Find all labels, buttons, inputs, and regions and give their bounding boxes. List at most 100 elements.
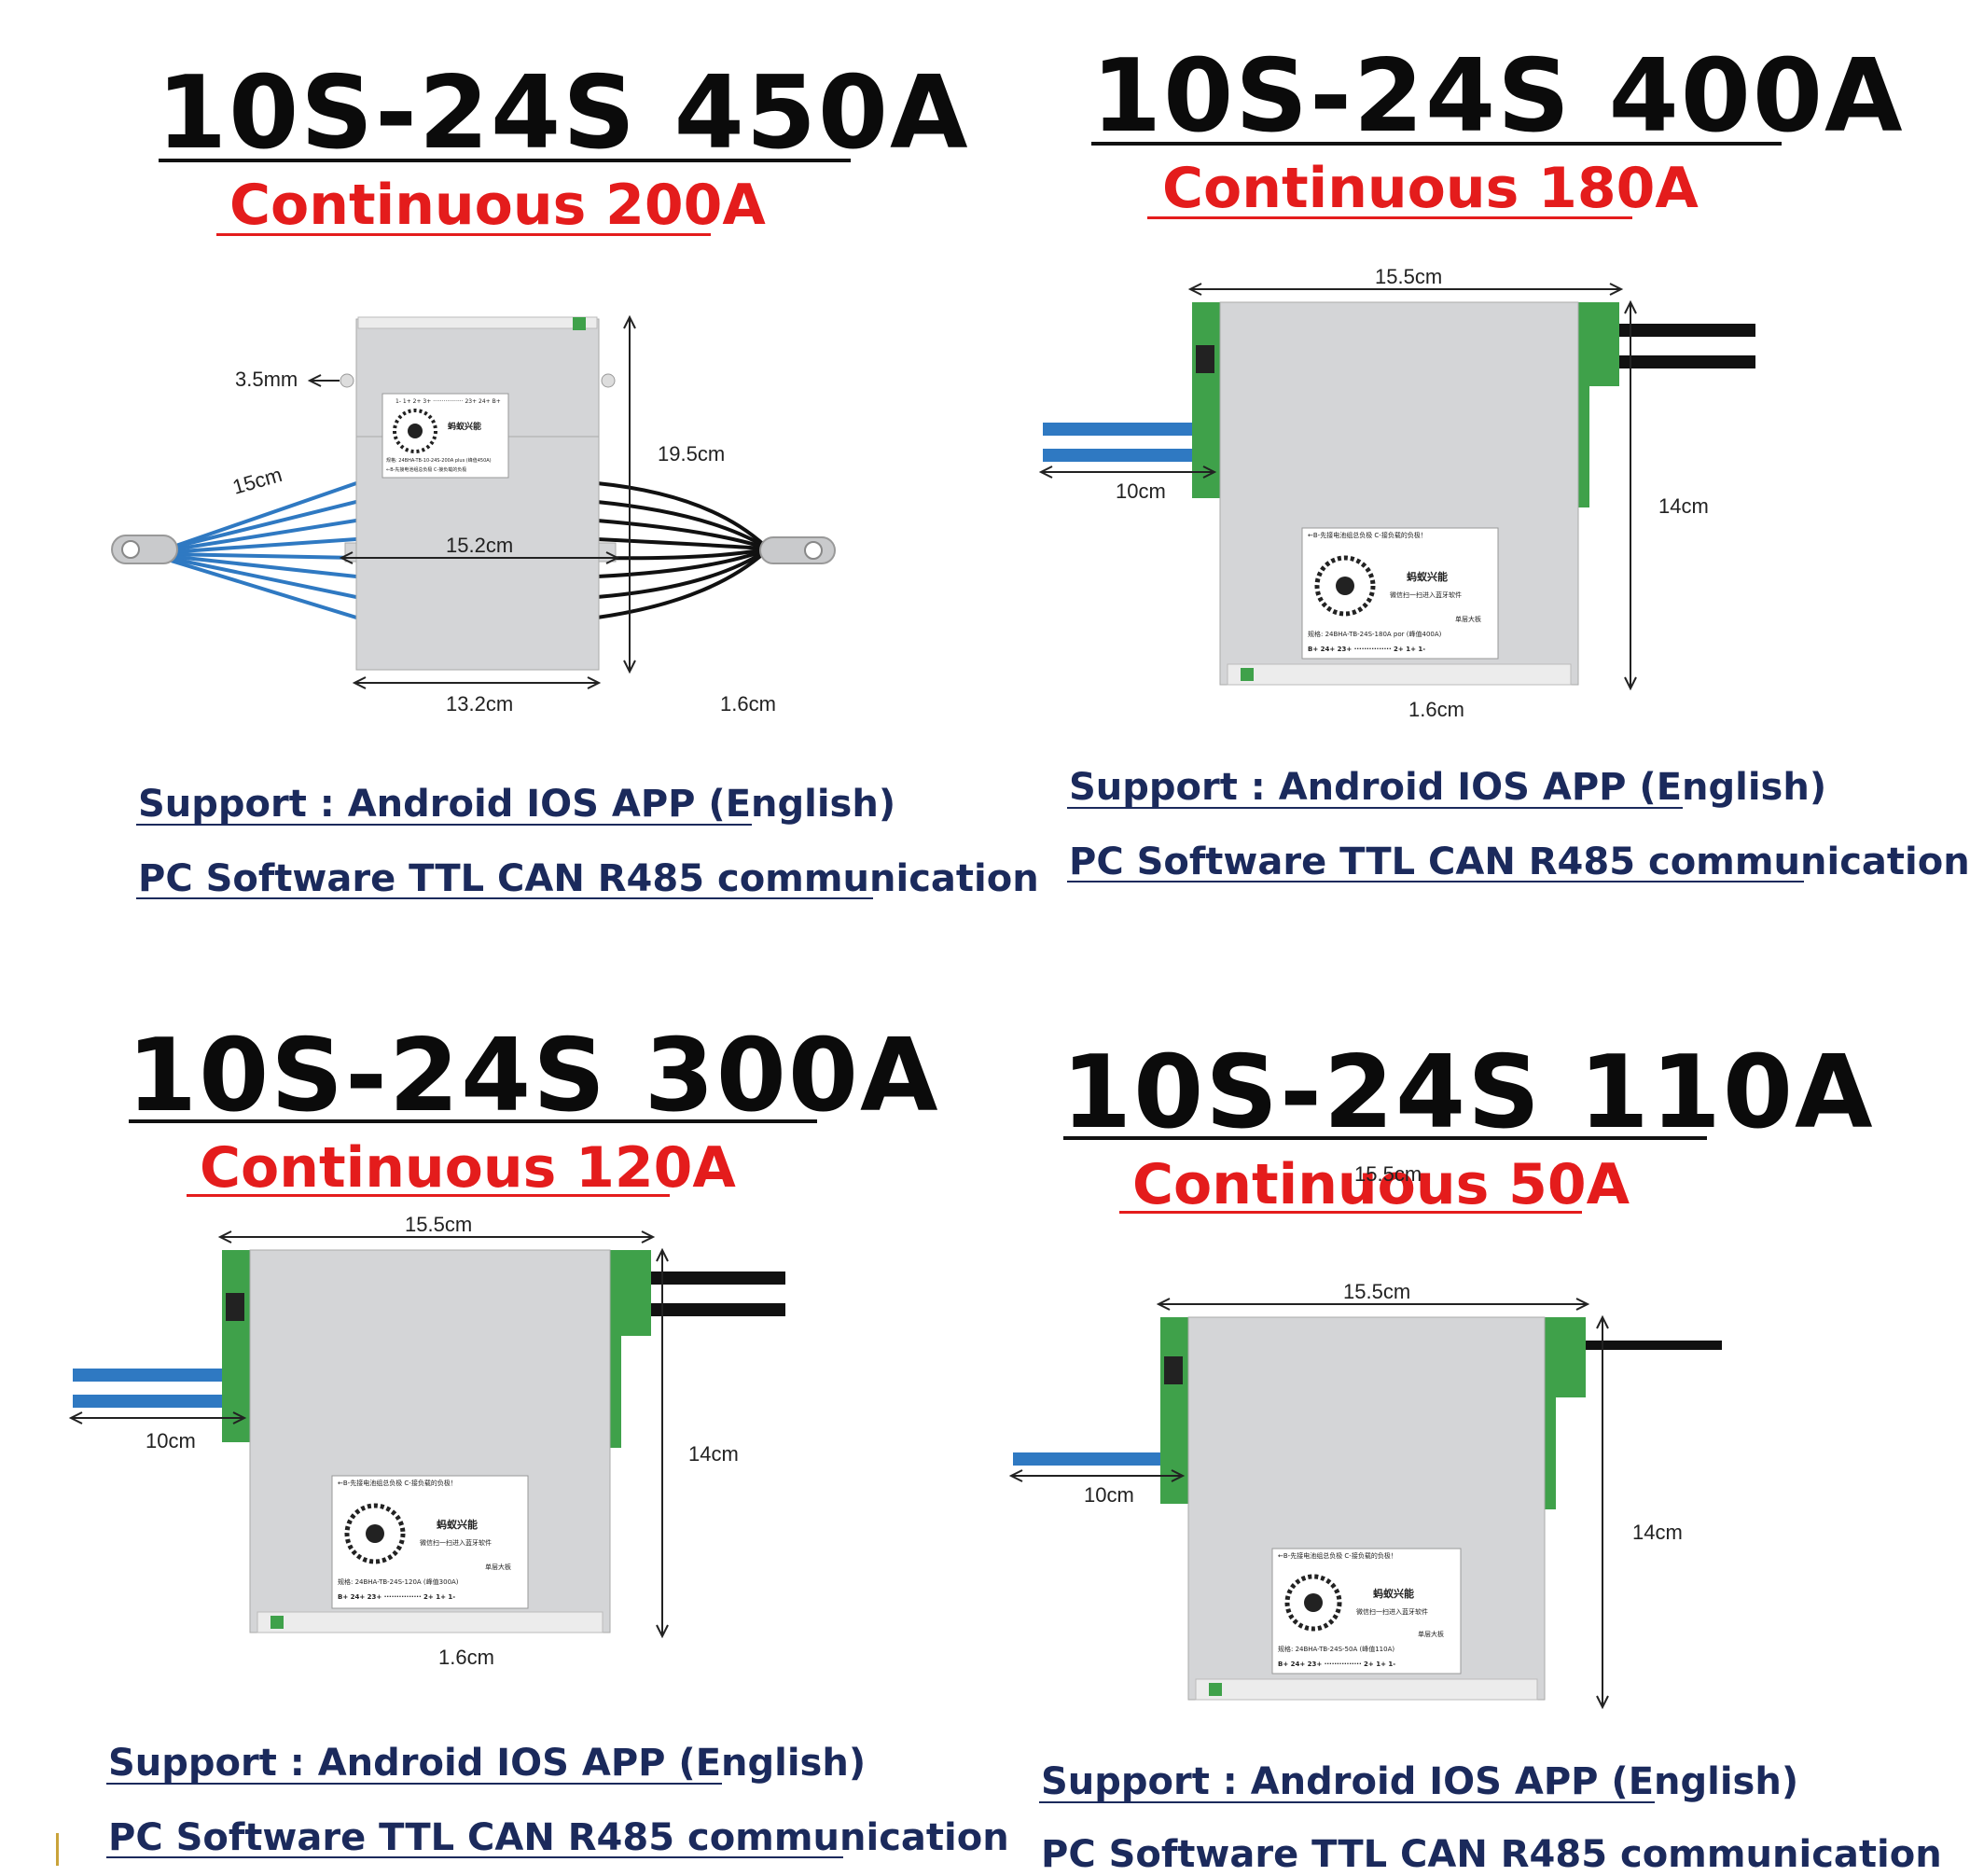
qr-code-icon xyxy=(1314,555,1376,617)
black-cable-bundle xyxy=(596,481,767,619)
label-footer: B+ 24+ 23+ ··············· 2+ 1+ 1- xyxy=(338,1593,455,1601)
label-board: 单层大板 xyxy=(1455,615,1481,623)
support-apps-line: Support : Android IOS APP (English) xyxy=(108,1742,867,1785)
support-apps-line: Support : Android IOS APP (English) xyxy=(1069,766,1827,809)
qr-code-icon xyxy=(344,1503,406,1564)
label-header: ←B-先接电池组总负极 C-接负载的负极！ xyxy=(338,1479,457,1487)
panel-title: 10S-24S 110A xyxy=(1061,1035,1875,1151)
support-underline-2 xyxy=(136,897,873,899)
bms-panel-450a: 10S-24S 450A Continuous 200A xyxy=(0,0,1039,933)
label-spec: 规格: 24BHA-TB-24S-120A (峰值300A) xyxy=(338,1577,459,1586)
blue-cables xyxy=(1043,423,1194,462)
label-spec: 规格: 24BHA-TB-10-24S-200A plus (峰值450A) xyxy=(386,457,492,464)
ring-terminal-left xyxy=(111,535,178,564)
dim-cable: 15cm xyxy=(229,463,284,499)
support-apps-line: Support : Android IOS APP (English) xyxy=(138,783,896,826)
label-brand: 蚂蚁兴能 xyxy=(1373,1587,1414,1600)
terminal-block-left xyxy=(1192,302,1220,498)
dimension-arrows xyxy=(307,314,636,689)
label-board: 单层大板 xyxy=(485,1563,511,1571)
continuous-underline xyxy=(216,233,711,236)
label-scan: 微信扫一扫进入蓝牙软件 xyxy=(1390,591,1462,599)
dim-thickness: 1.6cm xyxy=(1408,698,1464,721)
label-header: 1- 1+ 2+ 3+ ················· 23+ 24+ B+ xyxy=(395,398,501,405)
title-underline xyxy=(1063,1136,1707,1140)
label-board: 单层大板 xyxy=(1418,1630,1444,1638)
support-underline-2 xyxy=(1067,881,1804,882)
support-comm-line: PC Software TTL CAN R485 communication xyxy=(108,1816,1009,1859)
black-cables xyxy=(651,1272,785,1316)
support-underline-1 xyxy=(136,824,752,826)
dim-thickness: 1.6cm xyxy=(720,692,776,716)
terminal-block-left xyxy=(222,1250,250,1442)
title-underline xyxy=(1091,142,1782,146)
title-underline xyxy=(129,1119,817,1123)
dim-height: 14cm xyxy=(688,1442,739,1466)
dim-width-top: 15.5cm xyxy=(1343,1280,1410,1303)
dim-height: 14cm xyxy=(1632,1521,1683,1544)
label-brand: 蚂蚁兴能 xyxy=(437,1518,478,1531)
blue-cable-bundle xyxy=(167,481,357,619)
qr-code-icon xyxy=(393,409,437,453)
bms-board xyxy=(340,316,617,671)
dim-width-top: 15.5cm xyxy=(1375,265,1442,288)
label-header: ←B-先接电池组总负极 C-接负载的负极！ xyxy=(1308,531,1427,539)
continuous-rating: Continuous 180A xyxy=(1162,156,1699,221)
bms-panel-400a: 10S-24S 400A Continuous 180A ←B-先接电池组总负极… xyxy=(933,0,1970,933)
dimension-arrows xyxy=(68,1230,669,1639)
continuous-underline xyxy=(1119,1211,1582,1214)
blue-cables xyxy=(73,1369,224,1408)
support-comm-line: PC Software TTL CAN R485 communication xyxy=(138,857,1039,900)
qr-code-icon xyxy=(1284,1574,1342,1632)
product-label xyxy=(1301,527,1499,660)
dim-height: 14cm xyxy=(1658,494,1709,518)
bms-diagram-400a: ←B-先接电池组总负极 C-接负载的负极！ 蚂蚁兴能 微信扫一扫进入蓝牙软件 单… xyxy=(1038,265,1755,721)
dim-width-mid: 15.2cm xyxy=(446,534,513,557)
terminal-block-left xyxy=(1160,1317,1188,1504)
dim-width-bottom: 13.2cm xyxy=(446,692,513,716)
panel-title: 10S-24S 450A xyxy=(157,55,970,172)
support-apps-line: Support : Android IOS APP (English) xyxy=(1041,1760,1799,1803)
black-cables xyxy=(1619,324,1755,368)
product-label xyxy=(1271,1548,1462,1675)
label-footer: B+ 24+ 23+ ··············· 2+ 1+ 1- xyxy=(1278,1661,1395,1668)
label-footer: ←B-先接电池组总负极 C-接负载的负极 xyxy=(386,466,466,473)
dim-cable: 10cm xyxy=(1116,479,1166,503)
continuous-rating: Continuous 120A xyxy=(200,1135,736,1201)
dim-width-top: 15.5cm xyxy=(405,1213,472,1236)
bms-diagram-450a: 1- 1+ 2+ 3+ ················· 23+ 24+ B+… xyxy=(111,314,836,716)
bms-diagram-110a: ←B-先接电池组总负极 C-接负载的负极！ 蚂蚁兴能 微信扫一扫进入蓝牙软件 单… xyxy=(1008,1280,1722,1710)
terminal-block-right xyxy=(1578,302,1619,386)
product-label xyxy=(331,1475,529,1609)
label-scan: 微信扫一扫进入蓝牙软件 xyxy=(1356,1607,1428,1616)
dimension-arrows xyxy=(1008,1298,1609,1710)
dim-thickness: 1.6cm xyxy=(438,1646,494,1669)
dimension-arrows xyxy=(1038,283,1637,691)
dim-hole: 3.5mm xyxy=(235,368,298,391)
support-underline-1 xyxy=(106,1783,722,1785)
bms-panel-300a: 10S-24S 300A Continuous 120A ←B-先接电池组总负极… xyxy=(0,933,1009,1866)
continuous-underline xyxy=(187,1194,670,1197)
dim-height: 19.5cm xyxy=(658,442,725,466)
support-comm-line: PC Software TTL CAN R485 communication xyxy=(1069,841,1970,883)
bms-diagram-300a: ←B-先接电池组总负极 C-接负载的负极！ 蚂蚁兴能 微信扫一扫进入蓝牙软件 单… xyxy=(68,1213,785,1669)
dim-cable: 10cm xyxy=(146,1429,196,1452)
support-comm-line: PC Software TTL CAN R485 communication xyxy=(1041,1833,1942,1876)
support-underline-1 xyxy=(1039,1801,1655,1803)
label-brand: 蚂蚁兴能 xyxy=(1407,570,1448,583)
label-scan: 微信扫一扫进入蓝牙软件 xyxy=(420,1538,492,1547)
ring-terminal-right xyxy=(759,536,836,564)
panel-title: 10S-24S 400A xyxy=(1091,38,1905,155)
terminal-block-right xyxy=(610,1250,651,1336)
label-footer: B+ 24+ 23+ ··············· 2+ 1+ 1- xyxy=(1308,646,1425,653)
continuous-rating: Continuous 200A xyxy=(229,173,766,238)
terminal-block-right xyxy=(1545,1317,1586,1397)
panel-title: 10S-24S 300A xyxy=(127,1018,940,1134)
overlap-dim-label: 15.5cm xyxy=(1354,1162,1422,1186)
label-spec: 规格: 24BHA-TB-24S-50A (峰值110A) xyxy=(1278,1645,1394,1653)
support-underline-1 xyxy=(1067,807,1683,809)
label-header: ←B-先接电池组总负极 C-接负载的负极！ xyxy=(1278,1551,1397,1560)
continuous-rating: Continuous 50A xyxy=(1132,1152,1630,1217)
continuous-underline xyxy=(1147,216,1632,219)
label-brand: 蚂蚁兴能 xyxy=(448,421,481,432)
